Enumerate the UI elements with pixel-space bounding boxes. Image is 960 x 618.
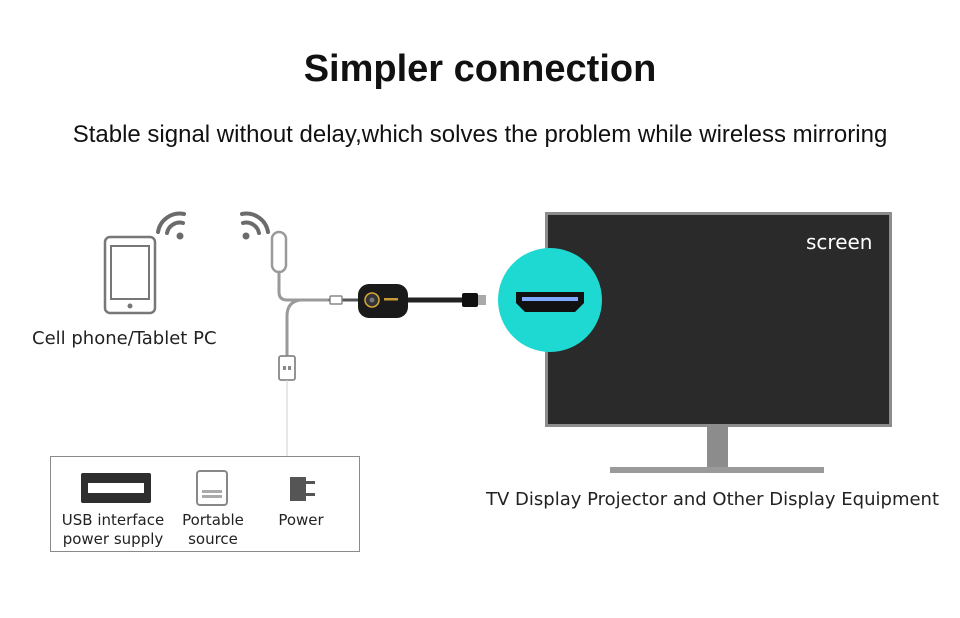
page-subtitle: Stable signal without delay,which solves… <box>72 121 888 148</box>
portable-source-label-line: source <box>188 530 238 548</box>
wall-plug-icon <box>290 477 315 501</box>
usb-power-label-line: power supply <box>62 530 164 548</box>
usb-port-icon <box>81 473 151 503</box>
power-options-box <box>50 456 360 552</box>
usb-power-label-line: USB interface <box>61 511 165 529</box>
antenna-cable <box>270 230 362 358</box>
usb-plug <box>278 355 296 381</box>
monitor-icon <box>545 212 892 473</box>
portable-source-label-line: Portable <box>182 511 244 529</box>
portable-source-label: Portable source <box>174 511 252 549</box>
usb-power-label: USB interface power supply <box>58 511 168 549</box>
phone-label: Cell phone/Tablet PC <box>32 328 217 349</box>
wifi-icon <box>156 211 186 240</box>
power-label: Power <box>266 511 336 530</box>
phone-icon <box>103 235 157 315</box>
power-label-line: Power <box>278 511 324 529</box>
display-label: TV Display Projector and Other Display E… <box>486 489 940 510</box>
screen-label: screen <box>806 230 873 254</box>
wifi-icon <box>240 211 270 240</box>
page-title: Simpler connection <box>303 48 657 90</box>
hdmi-dongle-icon <box>358 284 486 318</box>
hdmi-port-icon <box>498 248 602 352</box>
power-bank-icon <box>196 470 228 506</box>
micro-usb-plug <box>329 295 343 305</box>
